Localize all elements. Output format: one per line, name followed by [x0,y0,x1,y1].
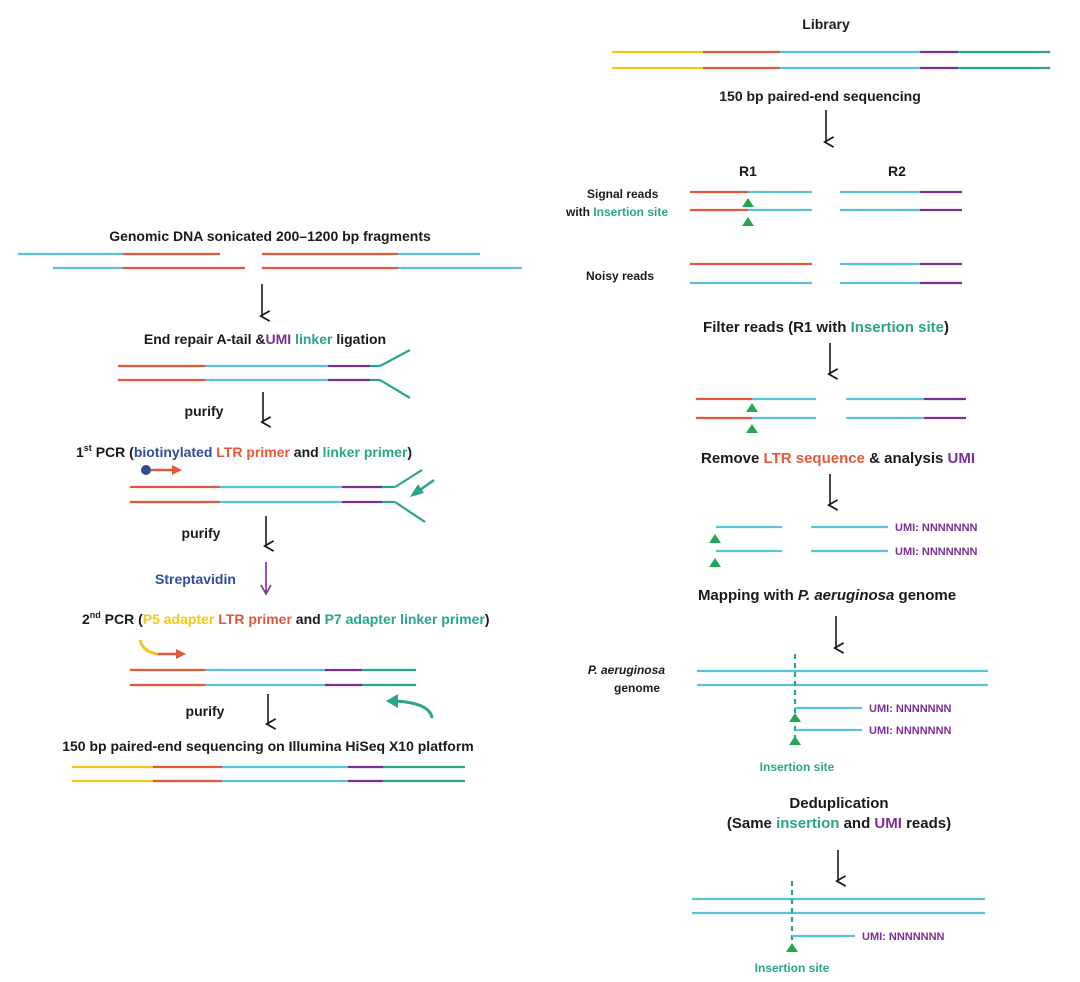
final-library-fragment [72,765,465,783]
insertion-triangle-icon [789,713,801,722]
deduplication-label: Deduplication [789,795,888,812]
pcr2-label: 2nd PCR (P5 adapter LTR primer and P7 ad… [82,610,490,627]
end-repair-label: End repair A-tail &UMI linker ligation [144,331,386,347]
remove-ltr-label: Remove LTR sequence & analysis UMI [701,450,975,467]
noisy-reads-label: Noisy reads [586,269,654,283]
trimmed-reads [716,525,888,553]
genomic-dna-label: Genomic DNA sonicated 200–1200 bp fragme… [109,228,431,244]
purify-label-2: purify [182,525,221,541]
signal-reads-label-2: with Insertion site [565,205,668,219]
filter-reads-label: Filter reads (R1 with Insertion site) [703,319,949,336]
purify-label-3: purify [186,703,225,719]
linker-primer-arrow-icon [410,484,424,497]
streptavidin-label: Streptavidin [155,571,236,587]
deduplication-label-2: (Same insertion and UMI reads) [727,815,951,832]
library-label: Library [802,16,850,32]
insertion-triangle-icon [742,217,754,226]
umi-label: UMI: NNNNNNN [895,546,978,558]
biotin-dot [141,465,151,475]
p7-primer-arrow-icon [386,694,398,708]
pcr1-label: 1st PCR (biotinylated LTR primer and lin… [76,443,412,460]
umi-label: UMI: NNNNNNN [862,931,945,943]
insertion-triangle-icon [709,534,721,543]
insertion-triangle-icon [746,424,758,433]
genomic-fragments [18,252,522,270]
signal-reads-label: Signal reads [587,187,659,201]
mapped-genome [697,654,988,744]
p5-primer-arrow-icon [176,649,186,659]
insertion-triangle-icon [709,558,721,567]
insertion-triangle-icon [742,198,754,207]
ligated-fragment [118,349,411,399]
mapping-label: Mapping with P. aeruginosa genome [698,587,956,604]
ltr-primer-arrow-icon [172,465,182,475]
genome-label: P. aeruginosa [588,663,665,677]
insertion-site-label: Insertion site [755,961,830,975]
streptavidin-arrowhead-icon [260,584,272,596]
umi-label: UMI: NNNNNNN [869,703,952,715]
insertion-triangle-icon [786,943,798,952]
insertion-triangle-icon [789,736,801,745]
purify-label-1: purify [185,403,224,419]
umi-label: UMI: NNNNNNN [869,725,952,737]
insertion-triangle-icon [746,403,758,412]
r1-label: R1 [739,163,757,179]
umi-label: UMI: NNNNNNN [895,522,978,534]
genome-label-2: genome [614,681,660,695]
filtered-reads [696,397,966,420]
deduplicated-genome [692,881,985,950]
signal-reads [690,190,962,212]
library-fragment [612,50,1050,70]
pcr1-fragment [130,465,435,523]
r2-label: R2 [888,163,906,179]
sequencing-platform-label: 150 bp paired-end sequencing on Illumina… [62,738,474,754]
pcr2-fragment [130,639,434,719]
paired-end-label: 150 bp paired-end sequencing [719,88,921,104]
insertion-site-label: Insertion site [760,760,835,774]
noisy-reads [690,262,962,285]
